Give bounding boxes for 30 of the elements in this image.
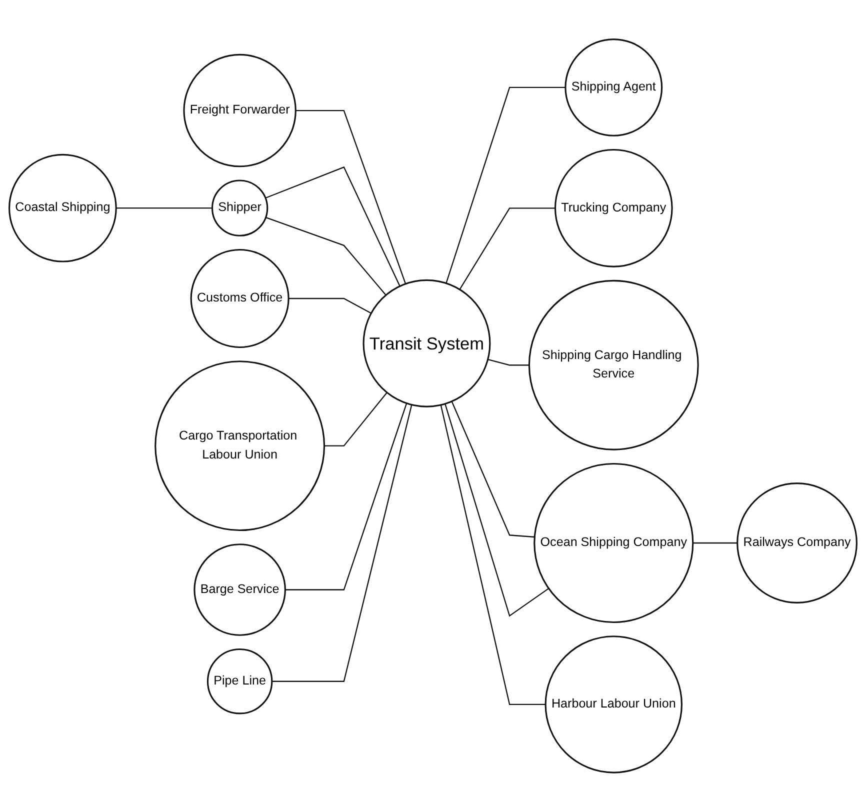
- connector: [459, 207, 556, 290]
- connector: [444, 403, 550, 616]
- node-circle: [154, 360, 326, 531]
- connector: [446, 86, 566, 284]
- node-circle: [362, 278, 491, 407]
- connector: [265, 166, 400, 286]
- connector: [266, 216, 386, 296]
- node-circle: [8, 153, 117, 262]
- node-circle: [564, 38, 663, 136]
- node-circle: [211, 179, 268, 236]
- node-circle: [206, 648, 273, 714]
- connector: [288, 298, 372, 314]
- connector: [440, 404, 546, 705]
- node-circle: [190, 248, 290, 348]
- connector: [451, 400, 535, 538]
- connector: [692, 542, 738, 544]
- connector: [272, 404, 412, 682]
- node-circle: [528, 280, 699, 450]
- diagram-drawing: Freight Forwarder Coastal Shipping Shipper Shipping Agent Customs Office Cargo Transportation Labour Union Transit System Trucking Company Shipping Cargo Handling Service Barge Service Ocean Shipping Company Harbour Labour Union Pipe Line Railways Company: [3, 32, 863, 778]
- connector: [324, 392, 388, 446]
- connector: [488, 358, 530, 366]
- node-circle: [736, 482, 858, 604]
- connector: [116, 207, 212, 208]
- connector: [296, 110, 406, 284]
- node-circle: [194, 543, 286, 636]
- node-circle: [544, 635, 682, 773]
- node-circle: [554, 148, 673, 267]
- node-circle: [183, 54, 296, 167]
- connector: [285, 402, 408, 590]
- node-circle: [534, 462, 694, 623]
